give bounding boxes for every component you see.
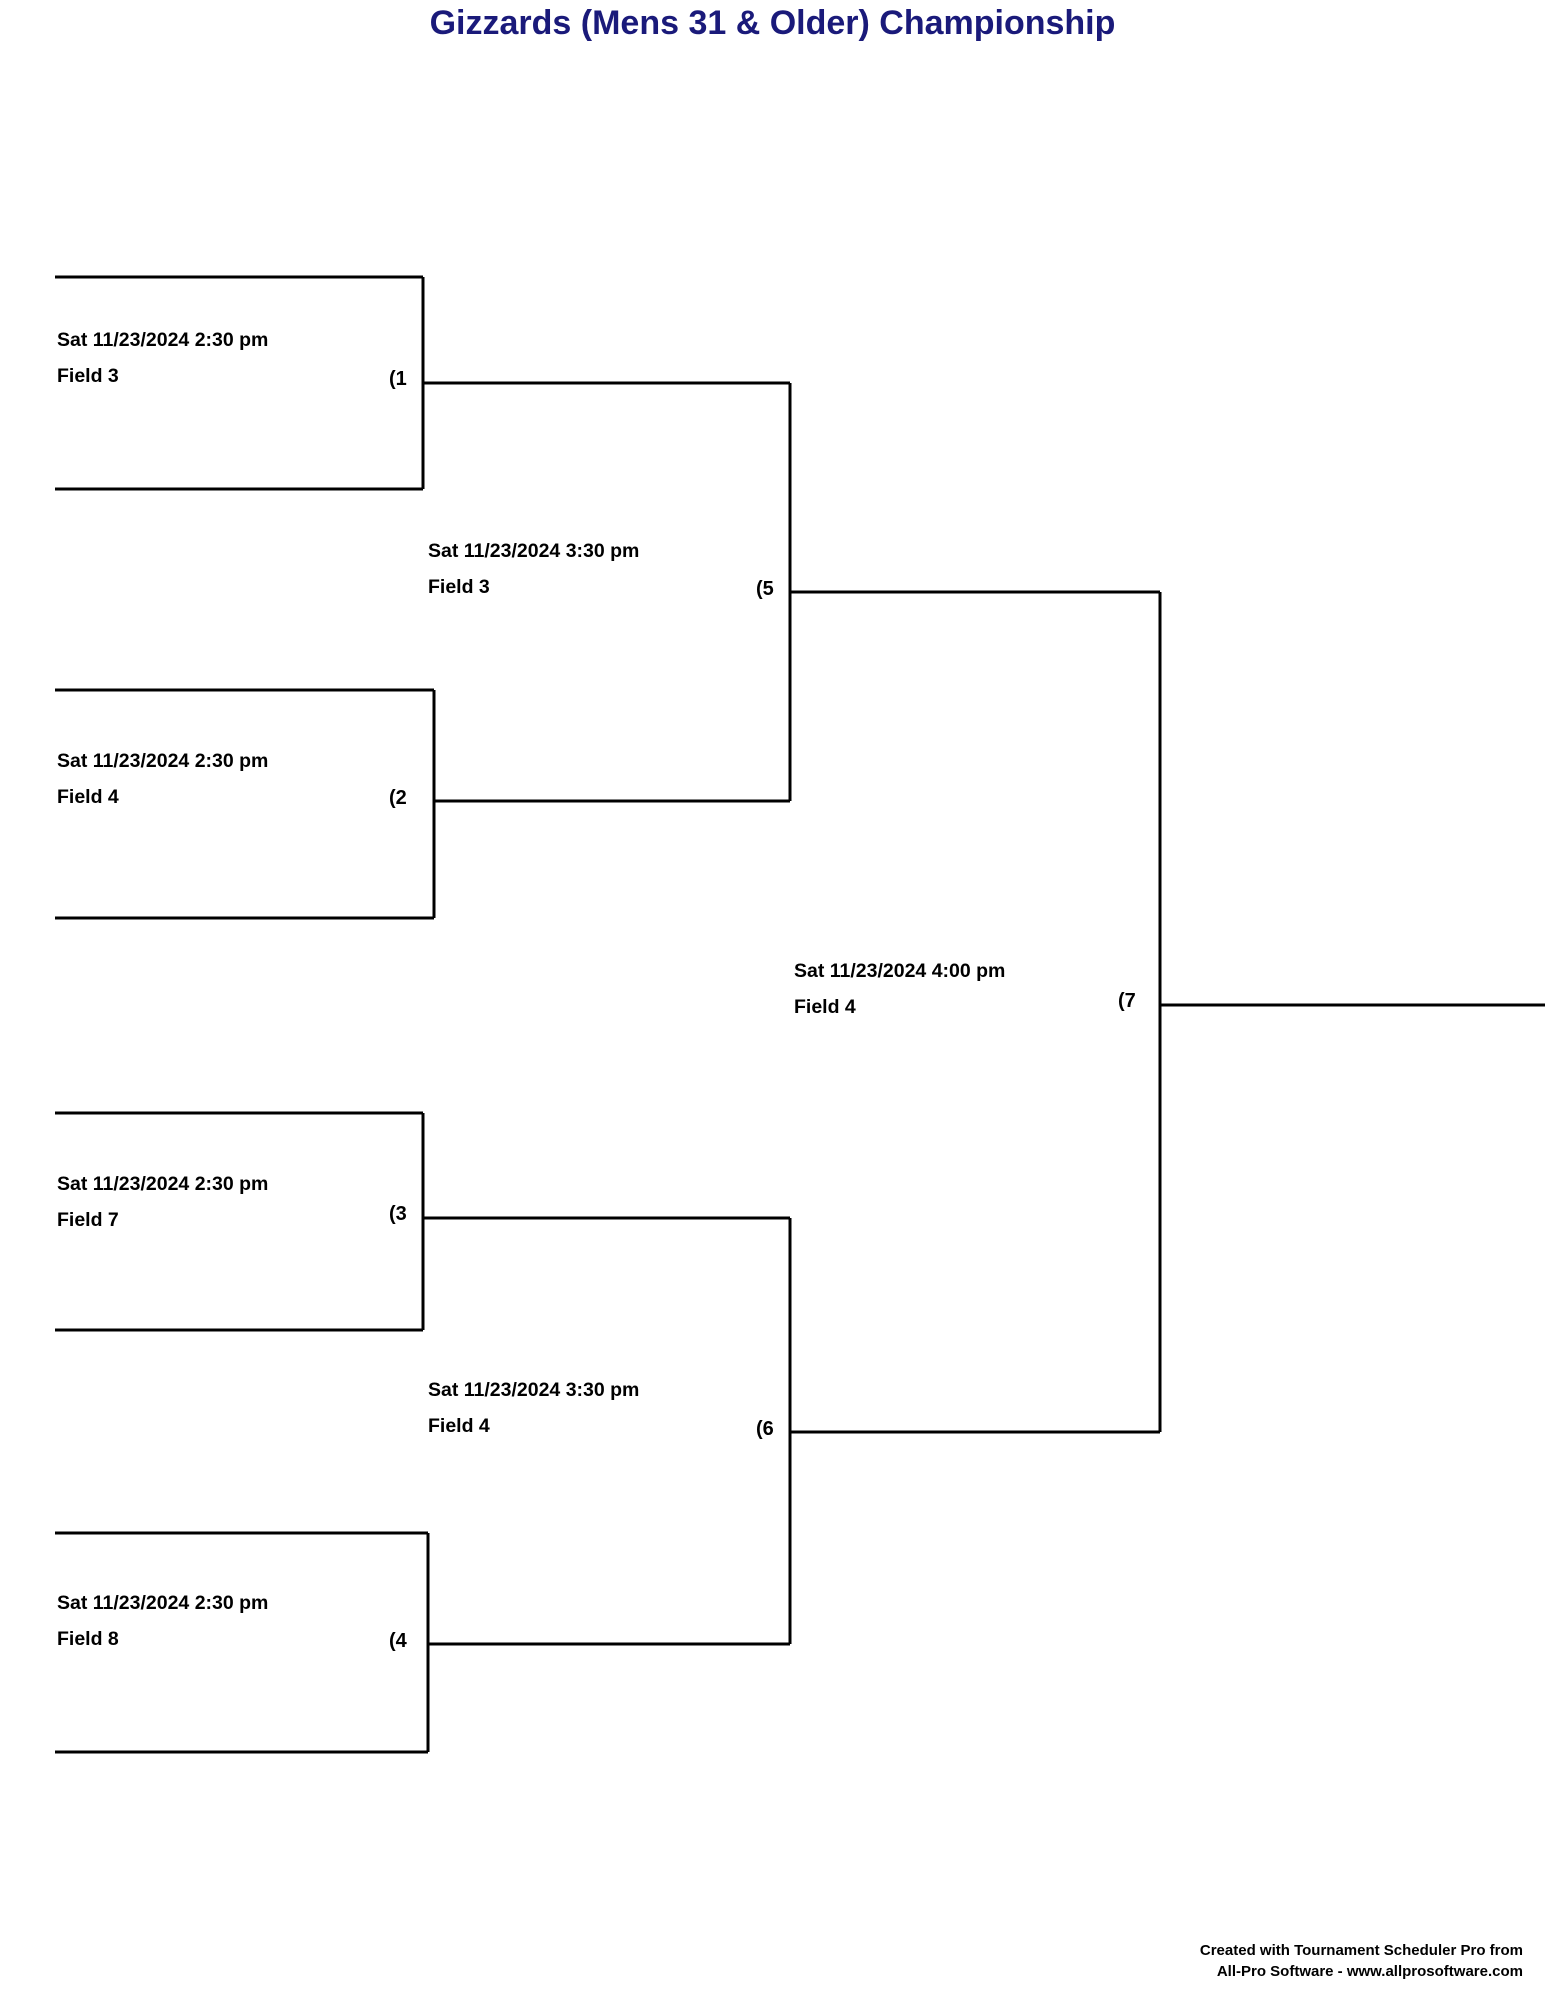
match-3-field: Field 7 [57, 1209, 119, 1231]
match-5-datetime: Sat 11/23/2024 3:30 pm [428, 540, 640, 562]
match-4-datetime: Sat 11/23/2024 2:30 pm [57, 1592, 269, 1614]
match-5-field: Field 3 [428, 576, 490, 598]
match-4-number: (4 [389, 1630, 407, 1652]
match-3-number: (3 [389, 1203, 407, 1225]
footer-line-2: All-Pro Software - www.allprosoftware.co… [1216, 1963, 1523, 1980]
match-7-field: Field 4 [794, 996, 856, 1018]
match-2-info: Sat 11/23/2024 2:30 pm Field 4 [57, 743, 268, 815]
match-3-datetime: Sat 11/23/2024 2:30 pm [57, 1173, 269, 1195]
match-1-field: Field 3 [57, 365, 119, 387]
match-2-datetime: Sat 11/23/2024 2:30 pm [57, 750, 269, 772]
match-2-number: (2 [389, 787, 407, 809]
match-7-info: Sat 11/23/2024 4:00 pm Field 4 [794, 953, 1005, 1025]
match-3-info: Sat 11/23/2024 2:30 pm Field 7 [57, 1166, 268, 1238]
match-6-info: Sat 11/23/2024 3:30 pm Field 4 [428, 1372, 639, 1444]
match-5-info: Sat 11/23/2024 3:30 pm Field 3 [428, 533, 639, 605]
match-6-number: (6 [756, 1418, 774, 1440]
match-6-datetime: Sat 11/23/2024 3:30 pm [428, 1379, 640, 1401]
match-4-info: Sat 11/23/2024 2:30 pm Field 8 [57, 1585, 268, 1657]
match-1-info: Sat 11/23/2024 2:30 pm Field 3 [57, 322, 268, 394]
match-1-number: (1 [389, 368, 407, 390]
page-title: Gizzards (Mens 31 & Older) Championship [429, 4, 1116, 42]
footer-credit: Created with Tournament Scheduler Pro fr… [1200, 1940, 1523, 1982]
match-2-field: Field 4 [57, 786, 119, 808]
match-7-number: (7 [1118, 990, 1136, 1012]
match-6-field: Field 4 [428, 1415, 490, 1437]
match-1-datetime: Sat 11/23/2024 2:30 pm [57, 329, 269, 351]
match-7-datetime: Sat 11/23/2024 4:00 pm [794, 960, 1006, 982]
match-4-field: Field 8 [57, 1628, 119, 1650]
match-5-number: (5 [756, 578, 774, 600]
footer-line-1: Created with Tournament Scheduler Pro fr… [1199, 1942, 1523, 1959]
